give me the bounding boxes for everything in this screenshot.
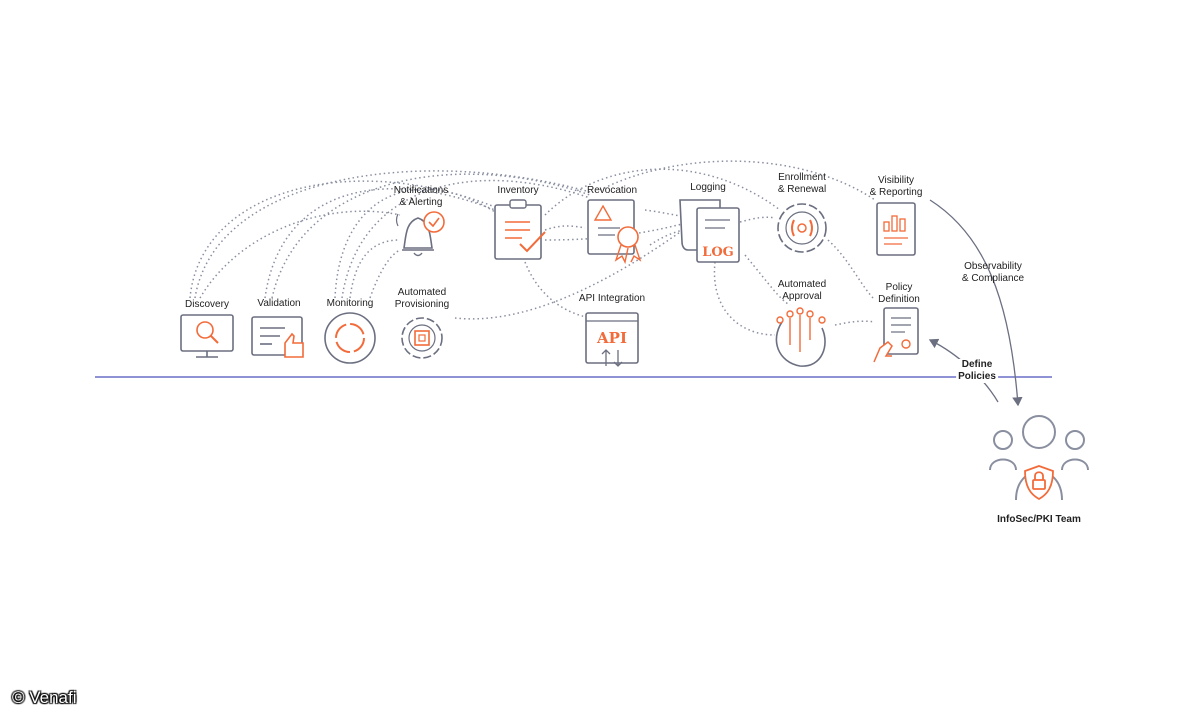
connection-lines xyxy=(189,160,876,336)
label-infosec-team: InfoSec/PKI Team xyxy=(997,514,1081,525)
api-icon-text: API xyxy=(596,329,627,347)
policy-document-hand-icon xyxy=(873,307,919,363)
copyright-text: © Venafi xyxy=(12,688,77,707)
label-revocation: Revocation xyxy=(586,185,638,196)
log-icon-text: LOG xyxy=(702,245,734,260)
observability-arrow xyxy=(929,199,1023,407)
certificate-warning-icon xyxy=(587,199,642,265)
label-automated-provisioning: Automated Provisioning xyxy=(394,287,450,310)
thumbs-up-document-icon xyxy=(251,316,304,358)
label-discovery: Discovery xyxy=(185,299,229,310)
label-notifications-alerting: Notifications & Alerting xyxy=(393,185,449,208)
gear-sync-icon xyxy=(777,203,827,253)
label-inventory: Inventory xyxy=(497,185,539,196)
label-automated-approval: Automated Approval xyxy=(777,279,827,302)
bell-check-icon xyxy=(395,211,445,257)
label-monitoring: Monitoring xyxy=(326,298,374,309)
circuit-globe-icon xyxy=(775,307,826,367)
label-logging: Logging xyxy=(690,182,726,193)
clipboard-check-icon xyxy=(494,199,546,260)
label-visibility-reporting: Visibility & Reporting xyxy=(869,175,923,198)
label-observability-compliance: Observability & Compliance xyxy=(961,261,1025,284)
label-policy-definition: Policy Definition xyxy=(878,282,920,305)
api-window-icon xyxy=(585,312,639,367)
label-enrollment-renewal: Enrollment & Renewal xyxy=(777,172,827,195)
gear-chip-icon xyxy=(401,317,443,359)
label-validation: Validation xyxy=(257,298,301,309)
report-chart-icon xyxy=(876,202,916,256)
lock-shield-icon xyxy=(1024,465,1054,501)
log-scroll-icon xyxy=(679,199,740,263)
label-api-integration: API Integration xyxy=(578,293,646,304)
refresh-cycle-icon xyxy=(324,312,376,364)
label-define-policies: Define Policies xyxy=(956,359,998,383)
monitor-search-icon xyxy=(180,314,234,358)
